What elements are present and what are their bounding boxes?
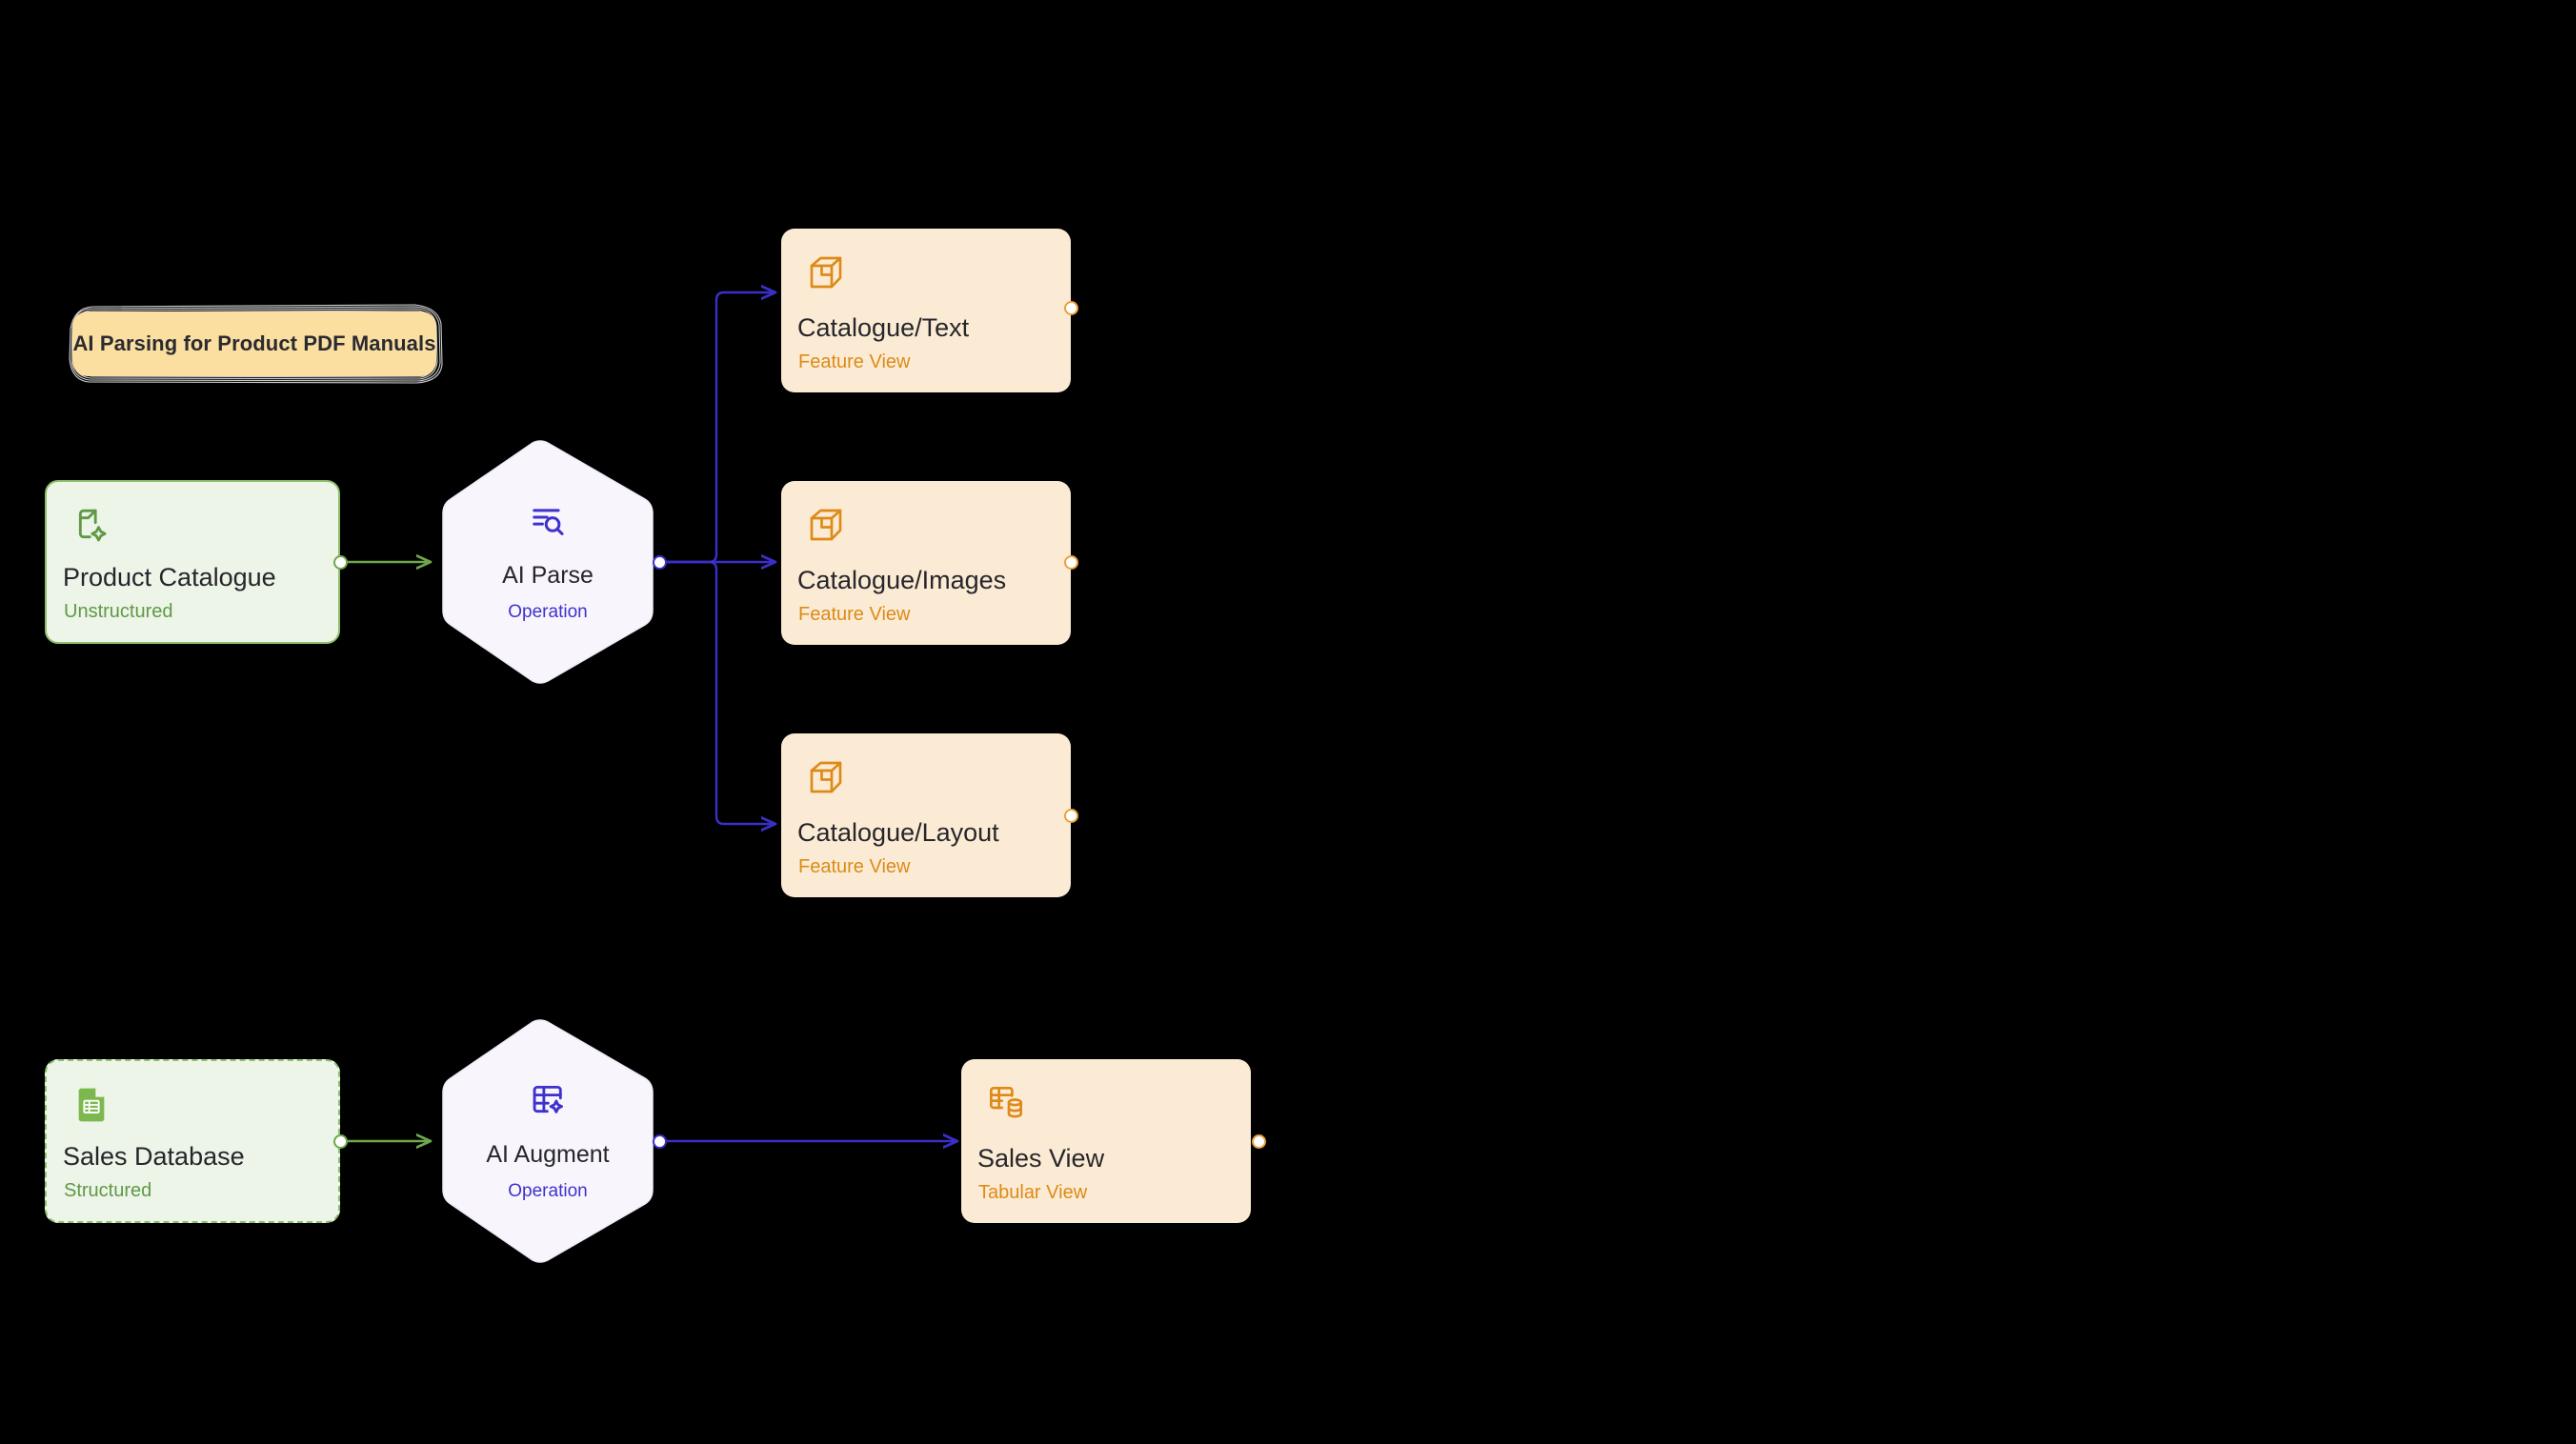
port-catalogue-layout-output[interactable] <box>1064 809 1078 823</box>
node-subtitle: Unstructured <box>64 601 173 622</box>
diagram-title-text: AI Parsing for Product PDF Manuals <box>72 331 436 355</box>
node-catalogue-text[interactable]: Catalogue/Text Feature View <box>781 229 1071 392</box>
hexagon-shape <box>442 1019 654 1263</box>
node-catalogue-layout[interactable]: Catalogue/Layout Feature View <box>781 733 1071 897</box>
node-subtitle: Structured <box>64 1180 152 1201</box>
document-sparkle-icon <box>78 509 107 542</box>
node-sales-database[interactable]: Sales Database Structured <box>45 1059 340 1223</box>
node-title: AI Parse <box>502 562 594 589</box>
diagram-title-badge[interactable]: AI Parsing for Product PDF Manuals <box>72 311 436 376</box>
cube-3d-icon <box>810 509 842 541</box>
node-title: Sales Database <box>63 1142 245 1171</box>
node-subtitle: Operation <box>508 1181 588 1201</box>
edge-ai-parse-to-catalogue-layout <box>664 560 775 824</box>
port-ai-augment-output[interactable] <box>653 1134 667 1149</box>
node-ai-augment[interactable]: AI Augment Operation <box>439 1018 656 1264</box>
node-product-catalogue[interactable]: Product Catalogue Unstructured <box>45 480 340 644</box>
node-sales-view[interactable]: Sales View Tabular View <box>961 1059 1251 1223</box>
cube-3d-icon <box>810 256 842 289</box>
node-title: Catalogue/Images <box>797 566 1007 594</box>
node-title: Catalogue/Layout <box>797 818 999 847</box>
node-title: Product Catalogue <box>63 563 276 592</box>
port-sales-view-output[interactable] <box>1252 1134 1266 1149</box>
port-catalogue-images-output[interactable] <box>1064 555 1078 570</box>
port-catalogue-text-output[interactable] <box>1064 301 1078 315</box>
spreadsheet-icon <box>78 1088 105 1122</box>
node-subtitle: Feature View <box>798 351 911 372</box>
node-title: Catalogue/Text <box>797 313 970 342</box>
hexagon-shape <box>442 440 654 684</box>
cube-3d-icon <box>810 761 842 793</box>
node-subtitle: Operation <box>508 602 588 622</box>
node-catalogue-images[interactable]: Catalogue/Images Feature View <box>781 481 1071 645</box>
port-sales-database-output[interactable] <box>333 1134 348 1149</box>
node-subtitle: Tabular View <box>978 1182 1088 1203</box>
table-database-icon <box>990 1087 1023 1118</box>
node-subtitle: Feature View <box>798 604 911 625</box>
port-product-catalogue-output[interactable] <box>333 555 348 570</box>
edge-ai-parse-to-catalogue-text <box>664 292 775 564</box>
node-title: Sales View <box>977 1144 1105 1173</box>
node-title: AI Augment <box>486 1141 610 1168</box>
table-sparkle-icon <box>533 1085 563 1113</box>
port-ai-parse-output[interactable] <box>653 555 667 570</box>
node-ai-parse[interactable]: AI Parse Operation <box>439 439 656 685</box>
node-subtitle: Feature View <box>798 856 911 877</box>
text-search-icon <box>533 509 564 535</box>
